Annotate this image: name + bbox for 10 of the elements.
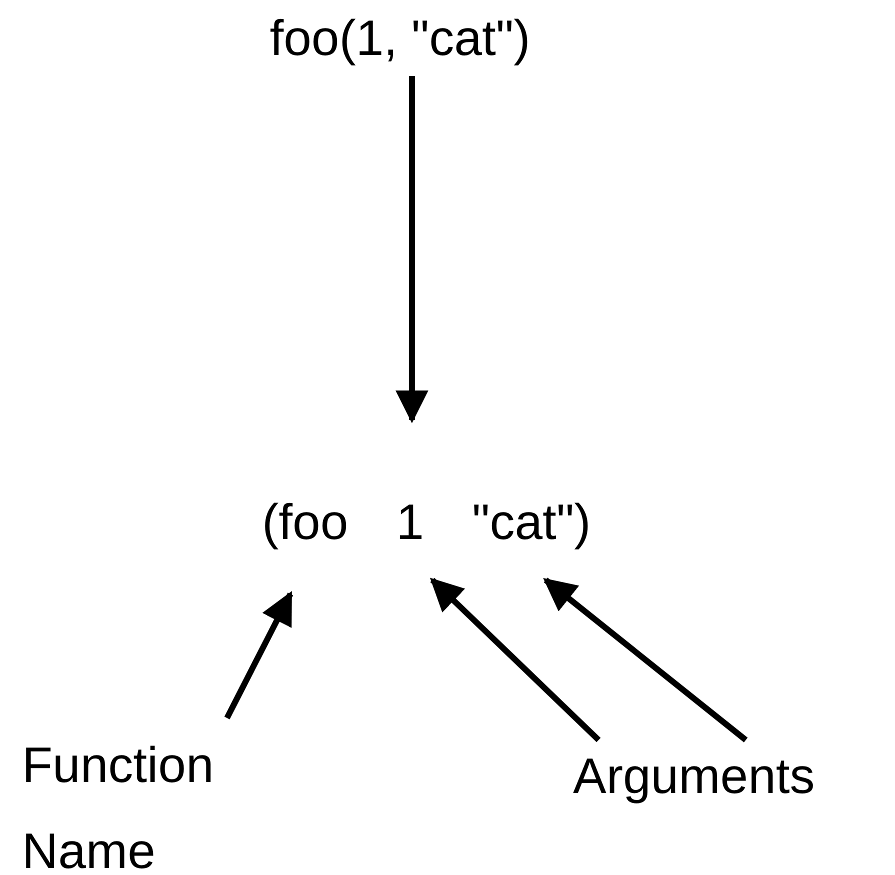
leader-line [224,591,294,720]
code-token: "cat") [472,493,591,552]
leader-line [430,578,601,742]
annotation-label: Function Name [22,722,272,875]
annotation-label: Arguments [573,746,893,806]
leader-line [543,578,748,742]
arrow [395,76,428,424]
code-token: 1 [396,493,424,552]
code-token: (foo [262,493,348,552]
code-text: foo(1, "cat") [200,8,600,68]
